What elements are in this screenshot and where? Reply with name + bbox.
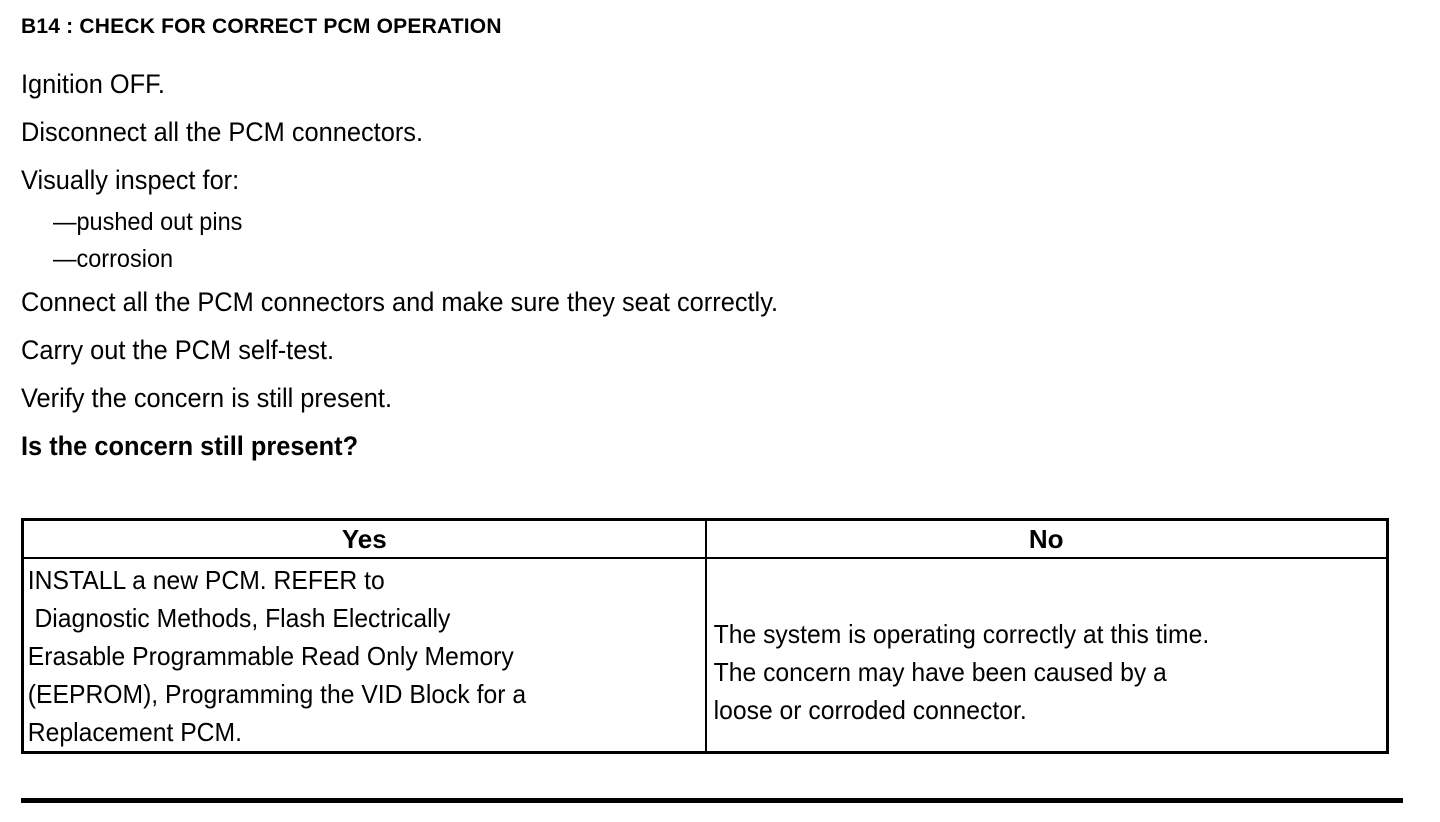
list-item: —corrosion: [52, 245, 174, 273]
procedure-line: Disconnect all the PCM connectors.: [21, 117, 424, 147]
procedure-line: Verify the concern is still present.: [21, 383, 393, 413]
procedure-body: Ignition OFF. Disconnect all the PCM con…: [21, 60, 1411, 470]
list-item: —pushed out pins: [52, 208, 243, 236]
table-header-row: Yes No: [21, 518, 1389, 559]
cell-no-action: The system is operating correctly at thi…: [704, 557, 1389, 754]
decision-question: Is the concern still present?: [21, 431, 359, 461]
page-title: B14 : CHECK FOR CORRECT PCM OPERATION: [21, 15, 502, 38]
procedure-line: Ignition OFF.: [21, 69, 165, 99]
yes-action-line: (EEPROM), Programming the VID Block for …: [27, 679, 527, 709]
procedure-line: Visually inspect for:: [21, 165, 240, 195]
no-action-line: The system is operating correctly at thi…: [713, 619, 1209, 649]
yes-action-text: INSTALL a new PCM. REFER to Diagnostic M…: [24, 559, 670, 751]
no-action-text: The system is operating correctly at thi…: [707, 559, 1353, 729]
no-action-line: The concern may have been caused by a: [713, 657, 1167, 687]
procedure-line: Carry out the PCM self-test.: [21, 335, 335, 365]
yes-action-line: Diagnostic Methods, Flash Electrically: [34, 603, 451, 633]
yes-action-line: Replacement PCM.: [27, 717, 242, 747]
yes-action-line: INSTALL a new PCM. REFER to: [27, 565, 385, 595]
yes-action-line: Erasable Programmable Read Only Memory: [27, 641, 514, 671]
decision-table: Yes No INSTALL a new PCM. REFER to Diagn…: [21, 518, 1389, 754]
procedure-line: Connect all the PCM connectors and make …: [21, 287, 779, 317]
column-header-no: No: [704, 518, 1389, 559]
section-divider-rule: [21, 798, 1403, 803]
table-row: INSTALL a new PCM. REFER to Diagnostic M…: [21, 557, 1389, 754]
no-action-line: loose or corroded connector.: [713, 695, 1027, 725]
inspection-list: —pushed out pins —corrosion: [21, 204, 1411, 278]
column-header-yes: Yes: [21, 518, 707, 559]
cell-yes-action: INSTALL a new PCM. REFER to Diagnostic M…: [21, 557, 707, 754]
